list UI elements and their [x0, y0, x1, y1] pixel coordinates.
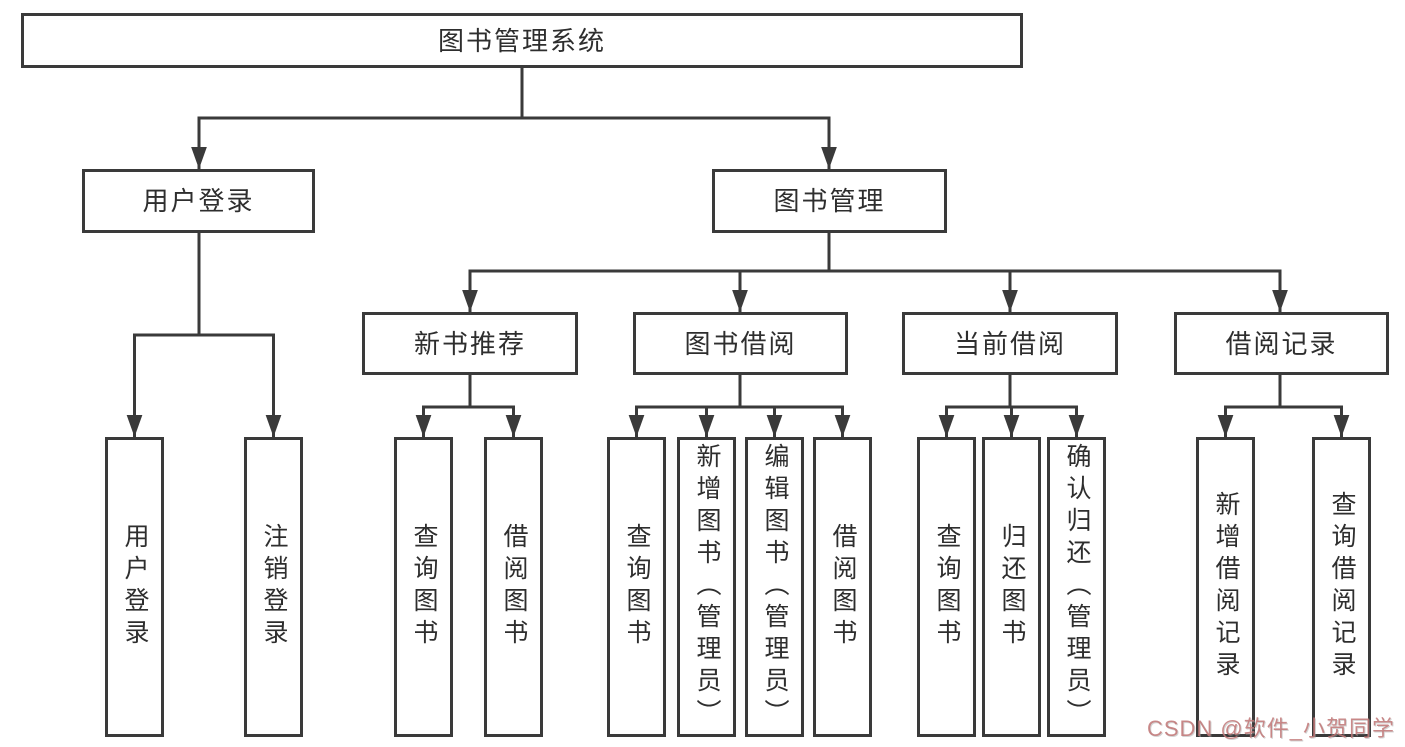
node-borrow-books-recommend: 借阅图书 — [484, 437, 543, 737]
node-borrow-books-leaf: 借阅图书 — [813, 437, 872, 737]
csdn-watermark: CSDN @软件_小贺同学 — [1146, 716, 1395, 741]
node-add-borrow-record: 新增借阅记录 — [1196, 437, 1255, 737]
node-edit-books-admin: 编辑图书（管理员） — [745, 437, 804, 737]
node-book-management: 图书管理 — [712, 169, 947, 233]
node-new-book-recommendation: 新书推荐 — [362, 312, 578, 375]
node-query-books-current: 查询图书 — [917, 437, 976, 737]
node-user-login: 用户登录 — [82, 169, 315, 233]
node-logout: 注销登录 — [244, 437, 303, 737]
node-query-books-borrowing: 查询图书 — [607, 437, 666, 737]
node-query-borrow-record: 查询借阅记录 — [1312, 437, 1371, 737]
node-current-borrowing: 当前借阅 — [902, 312, 1118, 375]
node-borrowing-records: 借阅记录 — [1174, 312, 1389, 375]
node-book-borrowing: 图书借阅 — [633, 312, 848, 375]
node-user-login-leaf: 用户登录 — [105, 437, 164, 737]
node-confirm-return-admin: 确认归还（管理员） — [1047, 437, 1106, 737]
node-library-management-system: 图书管理系统 — [21, 13, 1023, 68]
node-query-books-recommend: 查询图书 — [394, 437, 453, 737]
node-return-books: 归还图书 — [982, 437, 1041, 737]
node-add-books-admin: 新增图书（管理员） — [677, 437, 736, 737]
